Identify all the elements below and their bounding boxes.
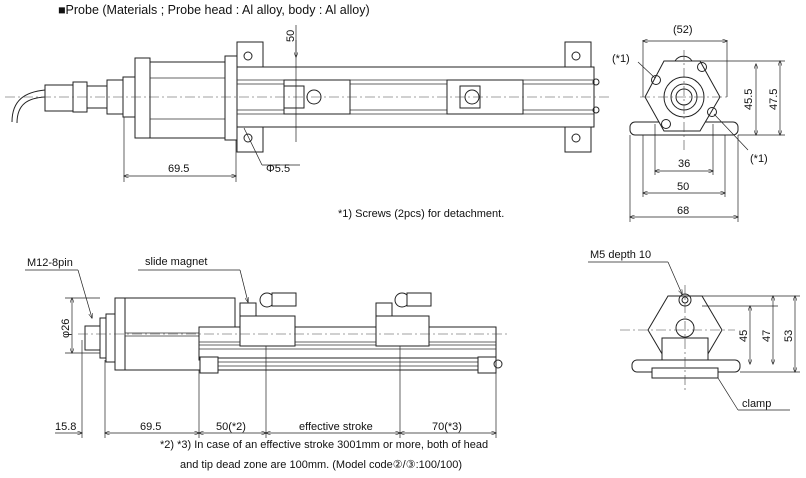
dim-height-47-5: 47.5: [768, 89, 780, 110]
dim-effective-stroke: effective stroke: [299, 421, 373, 433]
connector-label: M12-8pin: [27, 257, 73, 269]
end-view-top: [630, 40, 785, 222]
screw-callout-2: (*1): [750, 153, 768, 165]
dim-top-height: 50: [285, 30, 297, 42]
dim-height-45-5: 45.5: [743, 89, 755, 110]
dim-width-50: 50: [677, 181, 689, 193]
slide-magnet-label: slide magnet: [145, 256, 207, 268]
dim-height-53: 53: [783, 330, 795, 342]
top-view-probe: [5, 41, 610, 153]
side-view-probe: [78, 292, 510, 374]
dim-width-ref: (52): [673, 24, 693, 36]
dim-width-36: 36: [678, 158, 690, 170]
dim-50-head-dead-zone: 50(*2): [216, 421, 246, 433]
dim-69-5: 69.5: [140, 421, 161, 433]
dim-diameter-26: φ26: [60, 319, 72, 338]
dim-15-8: 15.8: [55, 421, 76, 433]
footnote-line-1: *2) *3) In case of an effective stroke 3…: [160, 439, 488, 451]
side-view-dimensions: [25, 269, 496, 438]
end-view-bottom: [588, 261, 800, 411]
dim-width-68: 68: [677, 205, 689, 217]
top-view-dimensions: [124, 25, 300, 182]
drawing-title: ■Probe (Materials ; Probe head : Al allo…: [58, 3, 370, 17]
dim-height-45: 45: [738, 330, 750, 342]
tap-hole-label: M5 depth 10: [590, 249, 651, 261]
footnote-line-2: and tip dead zone are 100mm. (Model code…: [180, 459, 462, 471]
screws-note: *1) Screws (2pcs) for detachment.: [338, 208, 504, 220]
dim-height-47: 47: [761, 330, 773, 342]
screw-callout-1: (*1): [612, 53, 630, 65]
dim-top-length: 69.5: [168, 163, 189, 175]
clamp-label: clamp: [742, 398, 771, 410]
dim-hole-diameter: Φ5.5: [266, 163, 290, 175]
dim-70-tip-dead-zone: 70(*3): [432, 421, 462, 433]
